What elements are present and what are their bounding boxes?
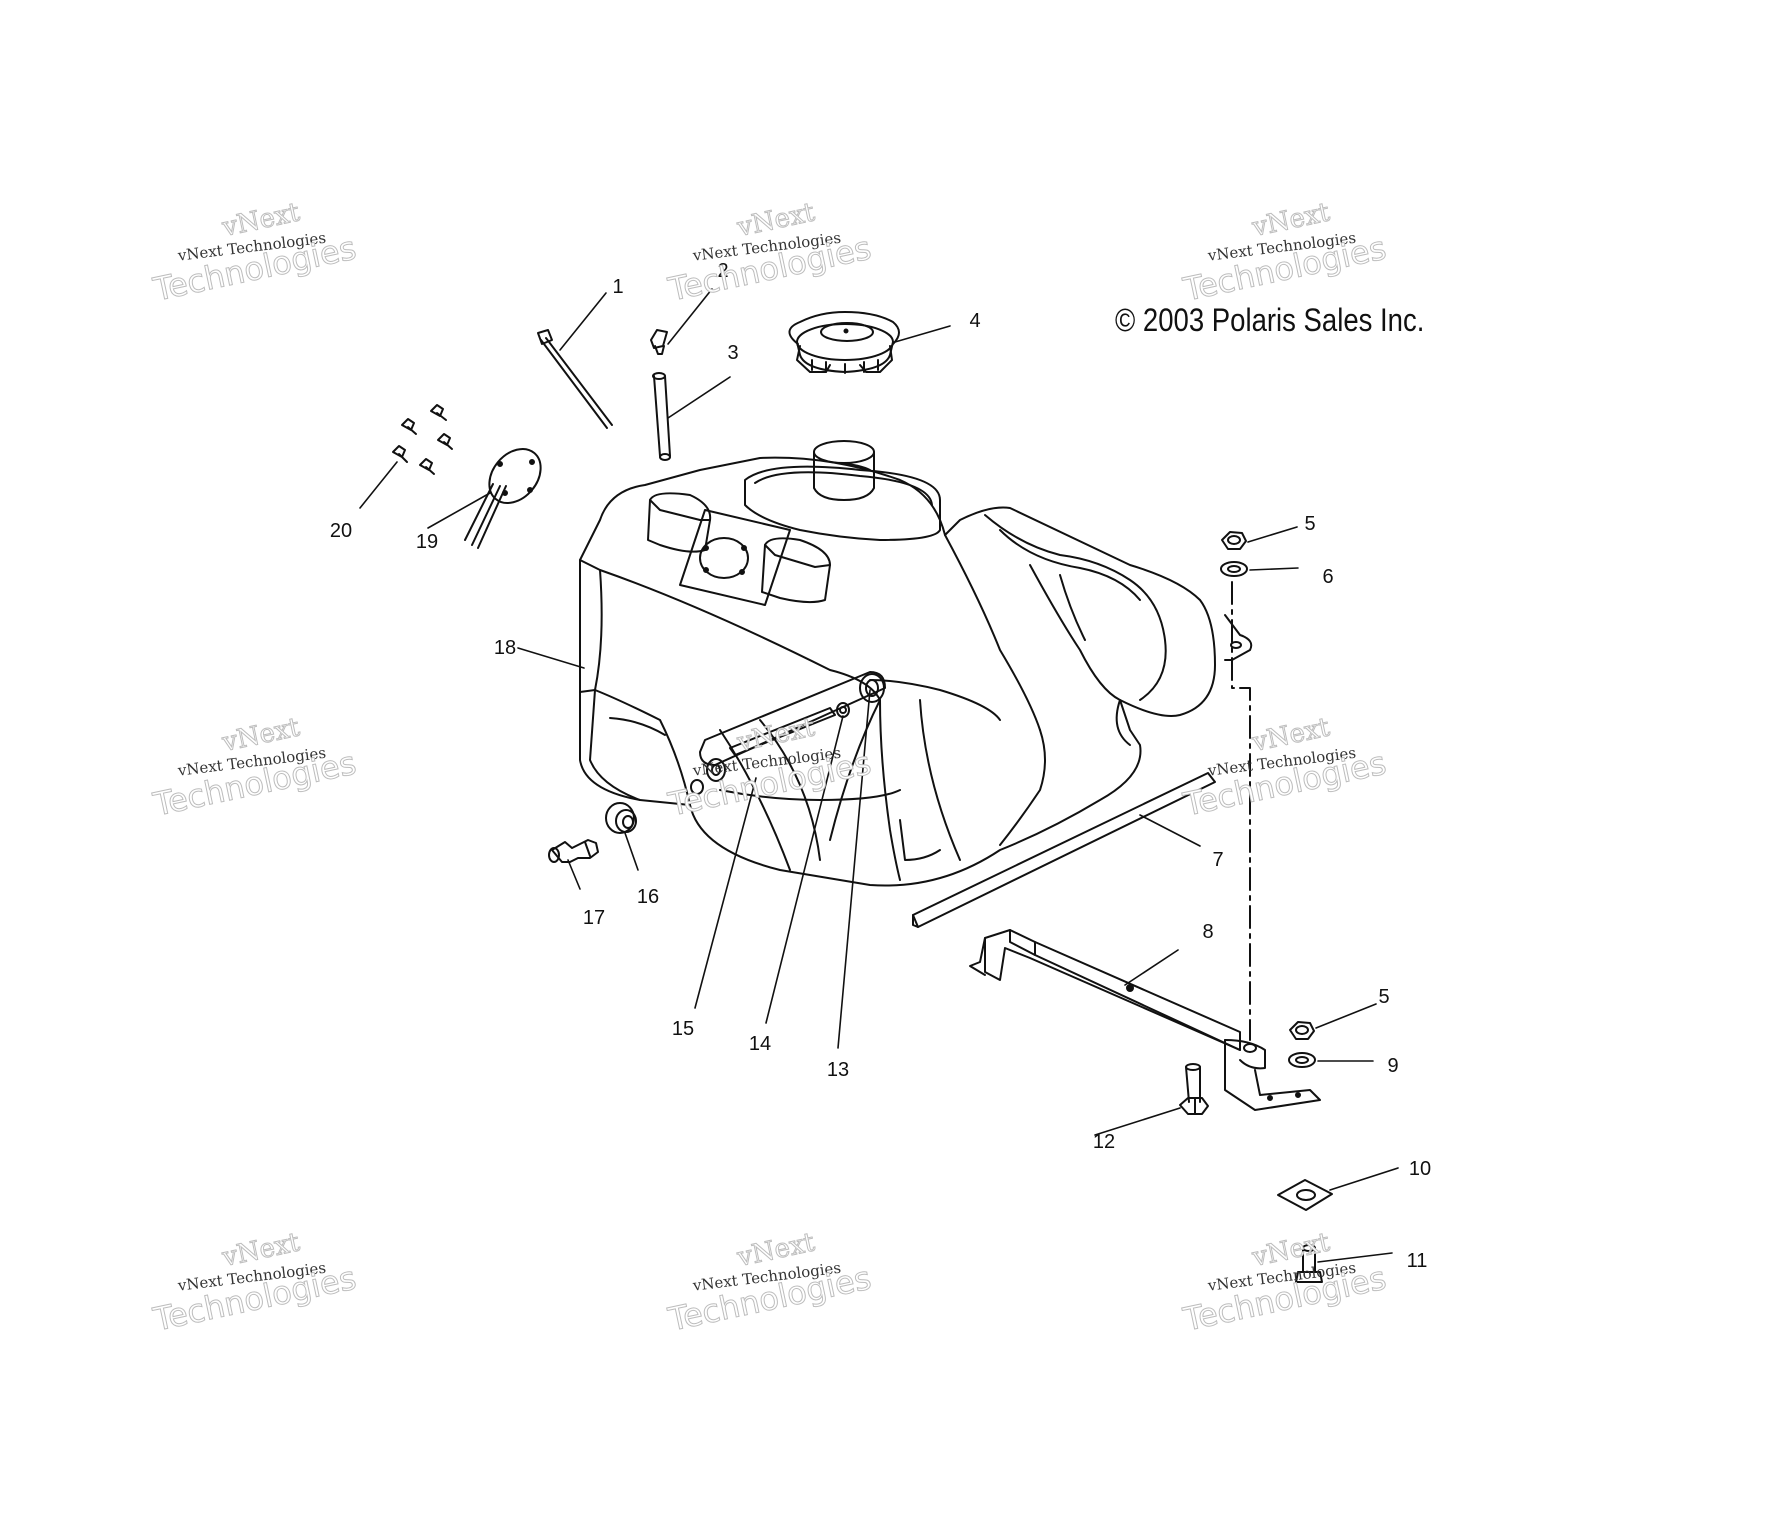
callout-15: 15 [671, 1018, 695, 1040]
part-6-washer [1220, 561, 1248, 577]
callout-3: 3 [727, 342, 739, 364]
callout-6: 6 [1322, 566, 1334, 588]
callout-19: 19 [415, 531, 439, 553]
copyright-notice: © 2003 Polaris Sales Inc. [1115, 302, 1425, 338]
tank-strap-bracket [690, 671, 886, 795]
callout-16: 16 [636, 886, 660, 908]
part-4-fuel-cap [788, 311, 900, 374]
callout-18: 18 [493, 637, 517, 659]
part-2-fitting [650, 329, 668, 355]
callout-10: 10 [1408, 1158, 1432, 1180]
callout-1: 1 [612, 276, 624, 298]
part-9-washer [1288, 1052, 1316, 1068]
callout-20: 20 [329, 520, 353, 542]
callout-7: 7 [1212, 849, 1224, 871]
part-20-screws [392, 404, 453, 475]
callout-4: 4 [969, 310, 981, 332]
callout-2: 2 [717, 260, 729, 282]
assembly-centerline [1231, 581, 1251, 1041]
tank-mount-tab [1224, 614, 1253, 661]
callout-17: 17 [582, 907, 606, 929]
callout-11: 11 [1406, 1250, 1428, 1272]
callout-12: 12 [1092, 1131, 1116, 1153]
leader-lines [359, 288, 1399, 1263]
callout-13: 13 [826, 1059, 850, 1081]
part-16-grommet [605, 802, 637, 834]
part-17-fitting [548, 839, 599, 863]
callout-8: 8 [1202, 921, 1214, 943]
part-10-pad [1277, 1179, 1333, 1211]
part-7-pad-strip [912, 772, 1216, 928]
callout-9: 9 [1387, 1055, 1399, 1077]
part-12-bolt [1179, 1063, 1209, 1115]
part-11-stud [1295, 1244, 1323, 1283]
part-3-tube [652, 372, 671, 461]
part-19-fuel-sender [464, 448, 542, 549]
part-5-nut-top [1221, 531, 1247, 550]
part-8-support-bracket [969, 929, 1321, 1111]
callout-5-bottom: 5 [1378, 986, 1390, 1008]
part-5-nut-bottom [1289, 1021, 1315, 1040]
callout-14: 14 [748, 1033, 772, 1055]
callout-5-top: 5 [1304, 513, 1316, 535]
fuel-tank [579, 440, 1216, 887]
part-1-vent-line [537, 329, 613, 429]
